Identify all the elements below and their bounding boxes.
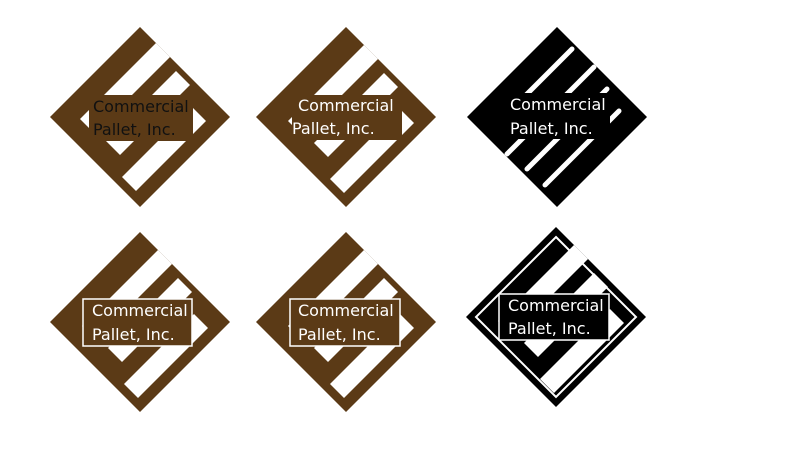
logo-commercial-pallet-brown-5: Commercial Pallet, Inc.	[256, 232, 436, 412]
logo-commercial-pallet-brown-2: Commercial Pallet, Inc.	[256, 27, 436, 207]
logo-text-line2: Pallet, Inc.	[510, 119, 593, 138]
logo-text-line1: Commercial	[298, 96, 394, 115]
logo-text-line2: Pallet, Inc.	[292, 119, 375, 138]
logo-text-line2: Pallet, Inc.	[298, 325, 381, 344]
logo-text-line2: Pallet, Inc.	[92, 325, 175, 344]
pallet-diamond-icon: Commercial Pallet, Inc.	[467, 27, 647, 207]
logo-text-line1: Commercial	[93, 97, 189, 116]
pallet-diamond-icon: Commercial Pallet, Inc.	[466, 227, 646, 407]
logo-text-line1: Commercial	[298, 301, 394, 320]
logo-text-line2: Pallet, Inc.	[508, 319, 591, 338]
logo-commercial-pallet-black-3: Commercial Pallet, Inc.	[467, 27, 647, 207]
logo-text-line2: Pallet, Inc.	[93, 120, 176, 139]
logo-text-line1: Commercial	[510, 95, 606, 114]
logo-text-line1: Commercial	[508, 296, 604, 315]
logo-commercial-pallet-black-6: Commercial Pallet, Inc.	[466, 227, 646, 407]
pallet-diamond-icon: Commercial Pallet, Inc.	[256, 27, 436, 207]
logo-commercial-pallet-brown-1: Commercial Pallet, Inc.	[50, 27, 230, 207]
logo-commercial-pallet-brown-4: Commercial Pallet, Inc.	[50, 232, 230, 412]
pallet-diamond-icon: Commercial Pallet, Inc.	[256, 232, 436, 412]
logo-text-line1: Commercial	[92, 301, 188, 320]
pallet-diamond-icon: Commercial Pallet, Inc.	[50, 232, 230, 412]
pallet-diamond-icon: Commercial Pallet, Inc.	[50, 27, 230, 207]
